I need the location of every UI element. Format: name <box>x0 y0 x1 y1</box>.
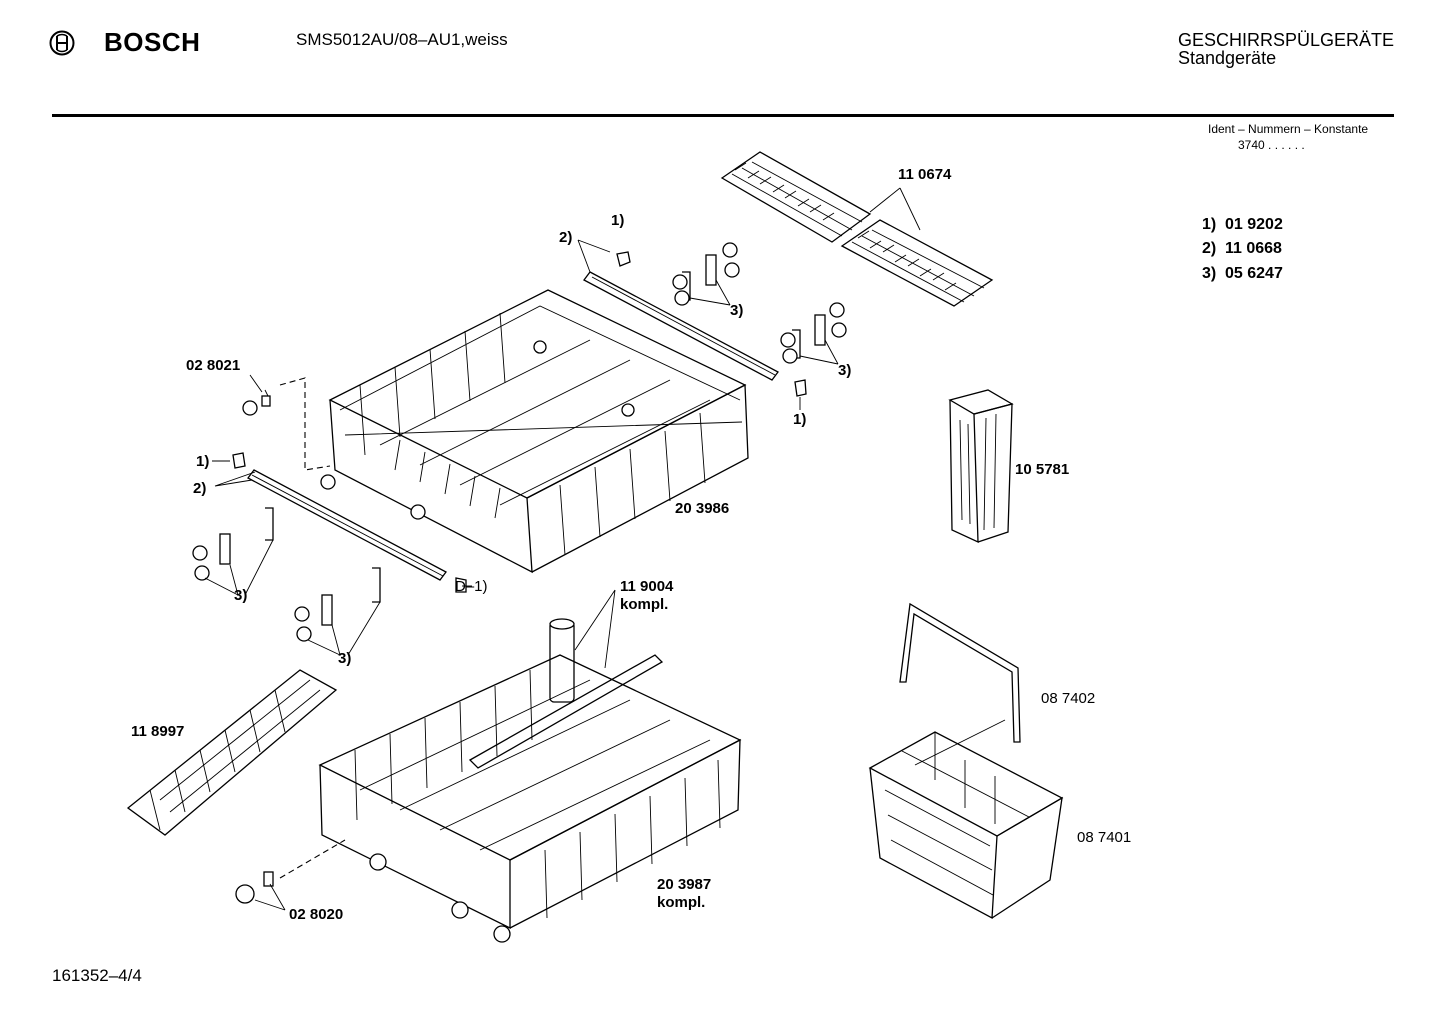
legend-key-2: 2) <box>1202 240 1217 257</box>
cutlery-basket <box>868 719 1064 920</box>
label-028021: 02 8021 <box>186 357 241 374</box>
upper-basket <box>328 289 749 574</box>
ref-1-right: 1) <box>793 411 807 428</box>
basket-handle <box>899 602 1021 743</box>
small-cutlery-basket <box>948 389 1014 544</box>
leader-2-left <box>214 471 256 487</box>
ident-value: 3740 . . . . . . <box>1238 138 1305 152</box>
knife-rack <box>126 669 338 836</box>
ref-1-left: 1) <box>196 453 210 470</box>
ref-1-top: 1) <box>611 212 625 229</box>
roller-set-bottom <box>294 567 381 656</box>
label-203987: 20 3987 <box>657 876 712 893</box>
label-105781: 10 5781 <box>1015 461 1070 478</box>
label-110674: 11 0674 <box>898 166 952 183</box>
cup-shelf-upper <box>720 151 872 243</box>
ref-3-d: 3) <box>338 650 352 667</box>
ref-3-b: 3) <box>838 362 852 379</box>
spray-arm <box>468 589 664 769</box>
legend-key-1: 1) <box>1202 216 1217 233</box>
label-118997: 11 8997 <box>131 723 185 740</box>
ident-title: Ident – Nummern – Konstante <box>1208 122 1369 136</box>
roller-set-left <box>192 507 274 596</box>
model-number: SMS5012AU/08–AU1,weiss <box>296 30 508 49</box>
rail-top <box>583 271 779 381</box>
legend-key-3: 3) <box>1202 265 1217 282</box>
roller-set-right <box>780 302 847 365</box>
label-203987-sub: kompl. <box>657 894 706 911</box>
roller-set-top <box>672 242 740 306</box>
lower-basket <box>318 654 742 930</box>
cup-shelf-lower <box>840 219 994 307</box>
category-title: GESCHIRRSPÜLGERÄTE <box>1178 30 1395 50</box>
ref-3-c: 3) <box>234 587 248 604</box>
clip-1-bottom <box>455 577 467 593</box>
rail-left <box>247 469 447 581</box>
category-subtitle: Standgeräte <box>1178 48 1277 68</box>
label-087402: 08 7402 <box>1041 690 1096 707</box>
wheel-028020 <box>235 839 346 911</box>
clip-1-right <box>794 379 807 397</box>
label-028020: 02 8020 <box>289 906 344 923</box>
clip-1-left <box>232 452 246 469</box>
legend-part-1: 01 9202 <box>1225 216 1283 233</box>
bosch-logo-icon <box>49 30 75 56</box>
label-087401: 08 7401 <box>1077 829 1132 846</box>
legend-part-2: 11 0668 <box>1225 240 1282 257</box>
label-203986: 20 3986 <box>675 500 730 517</box>
header-rule <box>52 114 1394 117</box>
ref-2-top: 2) <box>559 229 573 246</box>
wheel-028021 <box>242 374 331 471</box>
legend-part-3: 05 6247 <box>1225 265 1283 282</box>
leader-110674 <box>869 187 921 231</box>
lower-basket-wheels <box>369 853 511 943</box>
label-119004: 11 9004 <box>620 578 674 595</box>
ref-2-left: 2) <box>193 480 207 497</box>
clip-1-top <box>616 251 631 267</box>
upper-basket-wheels <box>320 340 635 520</box>
brand-name: BOSCH <box>104 27 201 57</box>
ref-3-a: 3) <box>730 302 744 319</box>
drawing-number: 161352–4/4 <box>52 966 142 985</box>
leader-2-top <box>577 239 611 273</box>
ref-1-bottom: D–1) <box>455 578 488 595</box>
label-119004-sub: kompl. <box>620 596 669 613</box>
